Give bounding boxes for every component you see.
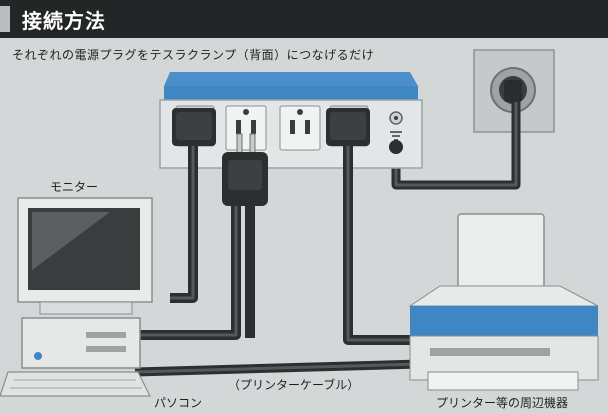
title-accent	[0, 6, 10, 32]
monitor-label: モニター	[50, 180, 99, 194]
instruction-text: それぞれの電源プラグをテスラクランプ（背面）につなげるだけ	[12, 48, 375, 62]
monitor-plug	[172, 108, 216, 146]
pc	[21, 317, 141, 369]
pc-plug	[222, 133, 268, 206]
page-title: 接続方法	[22, 9, 106, 33]
monitor	[17, 197, 153, 315]
printer-plug	[326, 108, 370, 146]
printer-cable-label: （プリンターケーブル）	[228, 378, 360, 392]
printer-label: プリンター等の周辺機器	[436, 396, 569, 410]
printer-power-cable	[343, 146, 420, 345]
title-bar: 接続方法	[0, 0, 608, 38]
printer	[408, 213, 599, 391]
outlet-3	[279, 105, 321, 151]
keyboard	[0, 371, 151, 397]
monitor-power-cable	[170, 146, 198, 303]
pc-label: パソコン	[154, 396, 203, 410]
outlet-2	[225, 105, 267, 151]
